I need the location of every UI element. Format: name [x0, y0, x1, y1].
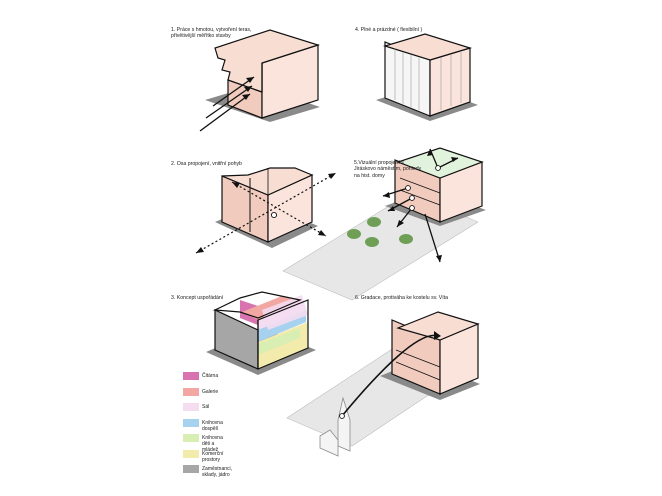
legend-label: Sál: [202, 404, 210, 410]
panel-2-axis-2: [231, 181, 327, 237]
panel-1-arrow-2: [205, 85, 253, 119]
caption-1: 1. Práce s hmotou, vytvoření teras, přiv…: [171, 27, 252, 40]
legend-swatch: [183, 403, 199, 411]
panel-2-node: [270, 211, 278, 219]
legend-swatch: [183, 418, 199, 427]
caption-4: 4. Plné a prázdné ( flexibilní ): [355, 27, 423, 33]
panel-5-green-roof: [396, 147, 484, 179]
caption-3: 3. Koncept uspořádání: [171, 295, 224, 301]
legend-swatch: [183, 372, 199, 380]
panel-6-arc-arrow: [341, 334, 439, 417]
legend-swatch: [183, 387, 199, 396]
panel-1-massing: [199, 29, 320, 132]
legend-label: Zaměstnanci, sklady, jádro: [202, 466, 233, 478]
legend-label: Knihovna děti a mládež: [202, 435, 223, 453]
panel-2-movement-axis: [195, 167, 337, 254]
legend-label: Čitárna: [202, 373, 219, 379]
caption-5: 5.Vizuální propojení s Jiráskovo náměstí…: [354, 160, 422, 179]
panel-1-top-terraces: [214, 29, 320, 93]
caption-2: 2. Osa propojení, vnitřní pohyb: [171, 161, 242, 167]
caption-6: 6. Gradace, protiváha ke kostelu sv. Vít…: [355, 295, 449, 301]
legend-swatch: [183, 449, 199, 458]
panel-5-visual-connection: [282, 147, 486, 301]
church-outline: [319, 396, 351, 457]
legend-swatch: [183, 434, 199, 442]
panel-1-arrow-3: [212, 76, 255, 107]
panel-6-gradation: [286, 311, 480, 457]
legend-label: Galerie: [202, 388, 219, 395]
legend-label: Komerční prostory: [202, 450, 224, 463]
panel-1-arrow-1: [199, 93, 251, 132]
panel-4-full-empty: [376, 33, 478, 121]
panel-3-program: [206, 291, 316, 375]
legend-swatch: [183, 465, 199, 473]
legend-label: Knihovna dospělí: [202, 419, 223, 432]
panel-5-trees: [347, 217, 413, 247]
